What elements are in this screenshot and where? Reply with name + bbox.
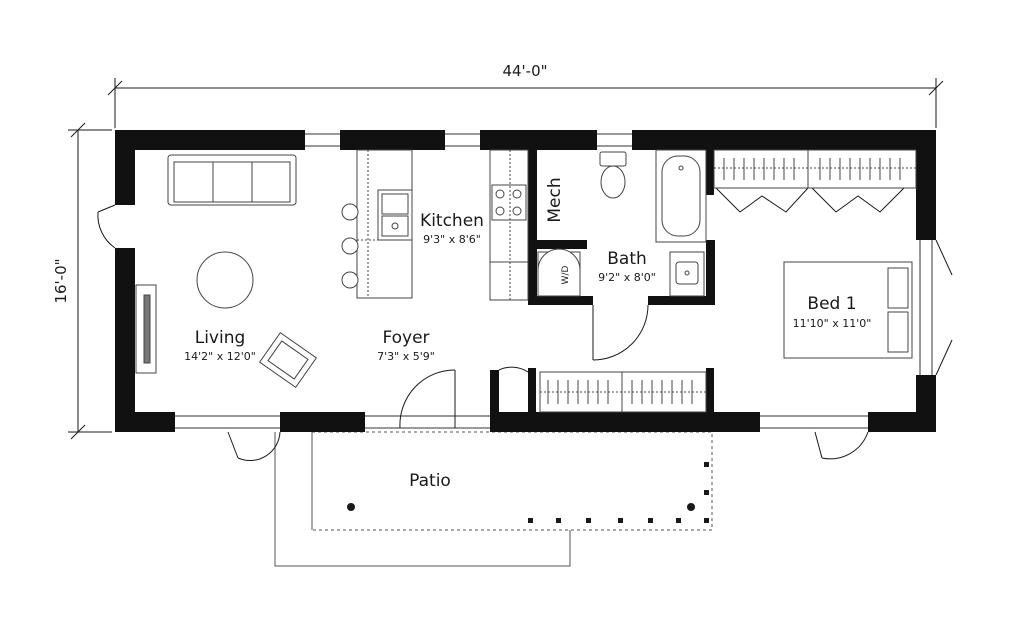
vanity [669, 251, 705, 297]
overall-depth-label: 16'-0" [52, 258, 70, 303]
washer-dryer [537, 248, 581, 297]
patio-area [274, 431, 713, 567]
interior-walls [490, 150, 715, 412]
bath-size: 9'2" x 8'0" [598, 271, 656, 284]
doors [97, 187, 953, 462]
living-label: Living [195, 328, 246, 348]
washer-dryer-label: W/D [561, 266, 571, 285]
coffee-table [196, 251, 254, 309]
kitchen-label: Kitchen [420, 211, 484, 231]
foyer-label: Foyer [382, 328, 429, 348]
exterior-walls [115, 130, 936, 432]
bed1-size: 11'10" x 11'0" [793, 317, 872, 330]
kitchen-island [356, 149, 413, 299]
kitchen-size: 9'3" x 8'6" [423, 233, 481, 246]
kitchen-counter [489, 149, 529, 301]
armchair [258, 331, 318, 389]
bath-label: Bath [607, 249, 647, 269]
mech-label: Mech [545, 177, 565, 222]
closet-rods [539, 149, 917, 413]
patio-label: Patio [409, 471, 451, 491]
bathtub [655, 149, 707, 243]
overall-width-label: 44'-0" [502, 62, 547, 80]
bar-stools [341, 203, 359, 289]
closet-hangers [547, 158, 901, 404]
bed1-label: Bed 1 [807, 294, 856, 314]
foyer-size: 7'3" x 5'9" [377, 350, 435, 363]
living-size: 14'2" x 12'0" [184, 350, 256, 363]
windows [175, 133, 933, 429]
toilet [599, 151, 627, 199]
dimension-lines [68, 78, 944, 440]
patio-posts [347, 462, 709, 523]
bed [783, 261, 913, 359]
sofa [167, 154, 297, 206]
tv-console [135, 284, 157, 374]
